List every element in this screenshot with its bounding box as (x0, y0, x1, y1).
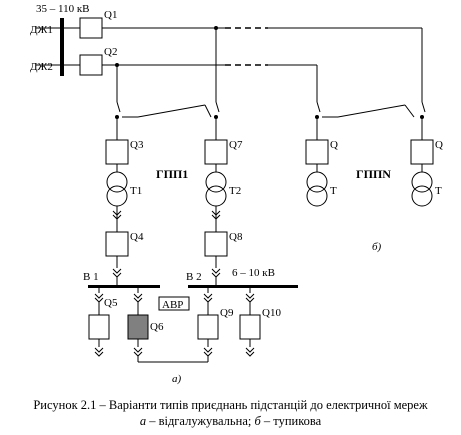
scheme-label-a: а) (172, 373, 182, 385)
caption-label-b: б (254, 414, 261, 428)
transformer-label-ta: T (330, 185, 337, 197)
gpp1-branch-1 (105, 139, 129, 286)
breaker-label-q8: Q8 (229, 231, 243, 243)
substation-label-gpp1: ГПП1 (156, 167, 188, 181)
breaker-label-q1: Q1 (104, 9, 117, 21)
breaker-label-q3: Q3 (130, 139, 144, 151)
line-label-dzh2: ДЖ2 (30, 61, 53, 73)
transformer-label-t1: T1 (130, 185, 142, 197)
figure-caption-line-1: Рисунок 2.1 – Варіанти типів приєднань п… (33, 398, 428, 412)
breaker-label-q10: Q10 (262, 307, 281, 319)
substation-connection-diagram: 35 – 110 кВ ДЖ1 ДЖ2 Q1 Q2 (30, 3, 443, 385)
transformer-label-tb: T (435, 185, 442, 197)
line-label-dzh1: ДЖ1 (30, 24, 53, 36)
caption-text-a: – відгалужувальна; (146, 414, 255, 428)
avr-box: АВР (158, 296, 190, 311)
breaker-label-q6: Q6 (150, 321, 164, 333)
breaker-label-qb: Q (435, 139, 443, 151)
feeders (88, 288, 261, 363)
transformer-label-t2: T2 (229, 185, 241, 197)
disconnectors (116, 101, 426, 140)
gpp1-branch-2 (204, 139, 228, 286)
bus-sections (88, 285, 298, 288)
scheme-label-b: б) (372, 241, 382, 253)
svg-text:АВР: АВР (162, 299, 183, 311)
caption-text-b: – тупикова (260, 414, 322, 428)
caption-label-a: а (139, 414, 147, 428)
breaker-label-q7: Q7 (229, 139, 243, 151)
source-voltage-label: 35 – 110 кВ (36, 3, 90, 15)
breaker-label-q2: Q2 (104, 46, 117, 58)
source-lines (36, 17, 423, 102)
breaker-label-q4: Q4 (130, 231, 144, 243)
junction-dots (115, 26, 424, 119)
bus-voltage-label: 6 – 10 кВ (232, 267, 275, 279)
bus-label-b2: B 2 (186, 271, 202, 283)
figure-caption-line-2: а – відгалужувальна; б – тупикова (0, 414, 461, 429)
gppn-branches (305, 139, 434, 207)
substation-label-gppn: ГППN (356, 167, 391, 181)
bus-label-b1: B 1 (83, 271, 99, 283)
breaker-label-q9: Q9 (220, 307, 234, 319)
breaker-label-qa: Q (330, 139, 338, 151)
breaker-label-q5: Q5 (104, 297, 118, 309)
